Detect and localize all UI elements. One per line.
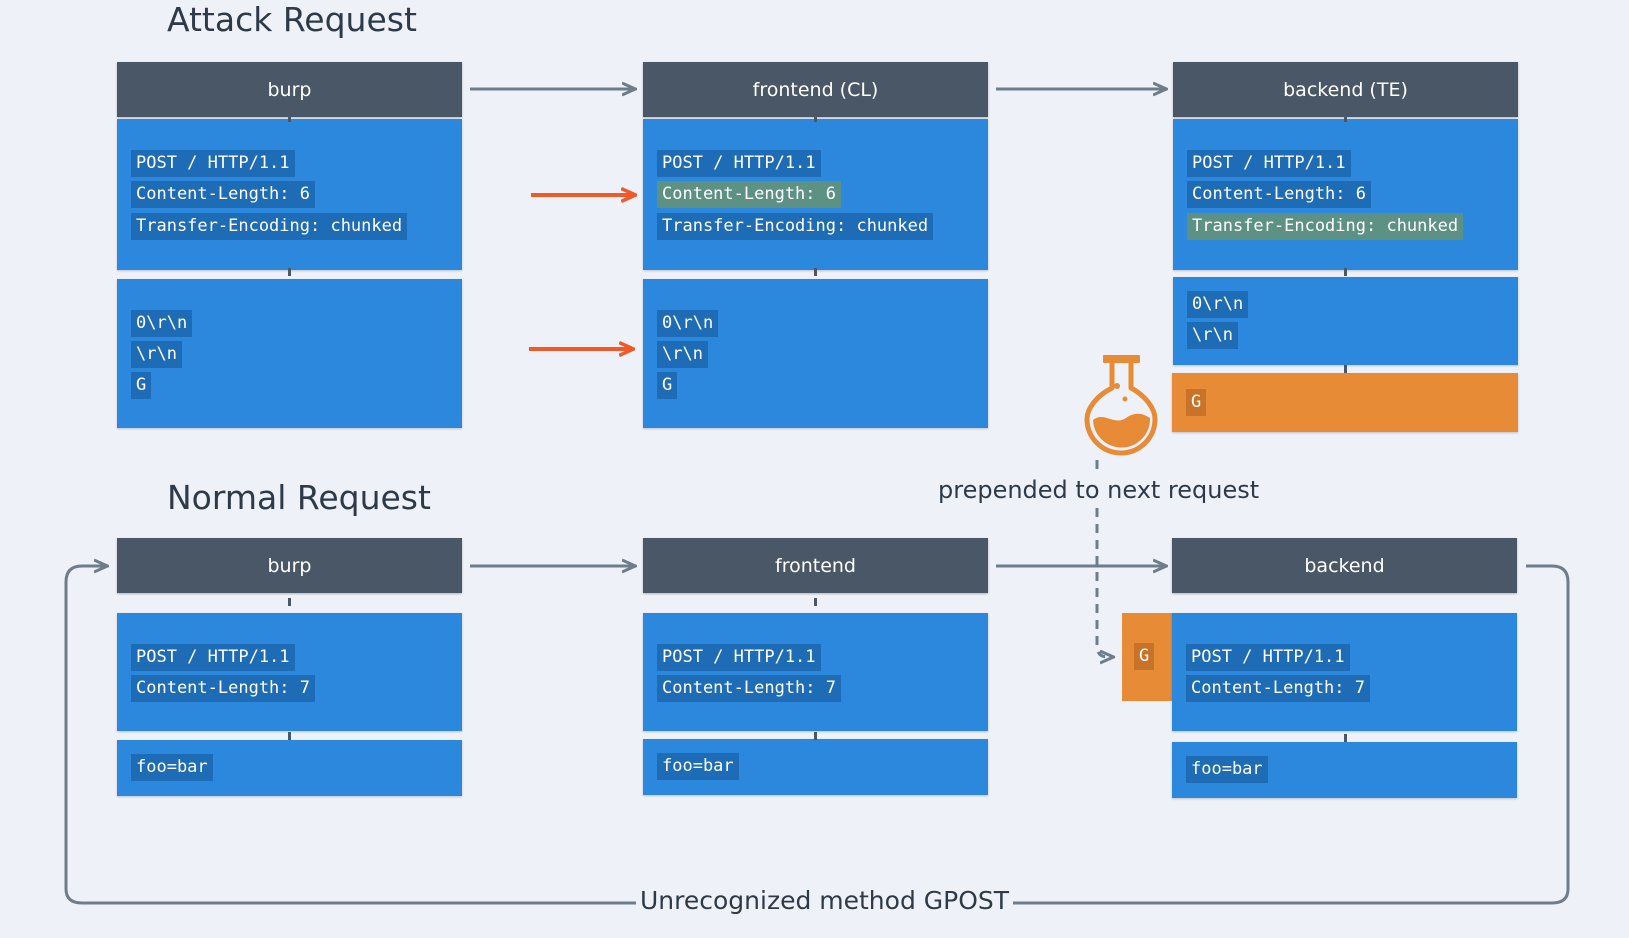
attack-frontend-header: frontend (CL) [643,62,988,117]
prepended-label: prepended to next request [938,476,1260,504]
normal-request-title: Normal Request [167,478,431,517]
content-length-line: Content-Length: 6 [1187,181,1371,208]
connector-dots [288,114,1347,742]
crlf-line: \r\n [1187,322,1238,349]
body-line: foo=bar [1186,756,1268,783]
normal-frontend-headers-block: POST / HTTP/1.1 Content-Length: 7 [643,613,988,731]
smuggled-g-line: G [131,372,152,399]
content-length-line: Content-Length: 7 [1186,675,1370,702]
attack-backend-leftover-block: G [1172,373,1518,432]
chunk-size-line: 0\r\n [657,310,719,337]
attack-burp-header: burp [117,62,462,117]
prefix-g-line: G [1134,643,1155,670]
transfer-encoding-line: Transfer-Encoding: chunked [131,213,408,240]
normal-burp-body-block: foo=bar [117,740,462,796]
content-length-highlighted-line: Content-Length: 6 [657,181,841,208]
normal-backend-body-block: foo=bar [1172,742,1517,798]
normal-backend-prefix-block: G [1122,613,1173,701]
normal-burp-header: burp [117,538,462,593]
attack-backend-headers-block: POST / HTTP/1.1 Content-Length: 6 Transf… [1173,119,1518,270]
chunk-size-line: 0\r\n [1187,291,1249,318]
transfer-encoding-line: Transfer-Encoding: chunked [657,213,934,240]
chunk-size-line: 0\r\n [131,310,193,337]
attack-request-title: Attack Request [167,0,417,39]
content-length-line: Content-Length: 7 [657,675,841,702]
smuggled-g-line: G [657,372,678,399]
loop-label: Unrecognized method GPOST [636,886,1014,915]
transfer-encoding-highlighted-line: Transfer-Encoding: chunked [1187,213,1464,240]
request-line: POST / HTTP/1.1 [1187,150,1351,177]
normal-backend-headers-block: POST / HTTP/1.1 Content-Length: 7 [1172,613,1517,731]
leftover-g-line: G [1186,389,1207,416]
attack-frontend-body-block: 0\r\n \r\n G [643,279,988,428]
body-line: foo=bar [657,753,739,780]
attack-frontend-headers-block: POST / HTTP/1.1 Content-Length: 6 Transf… [643,119,988,270]
body-line: foo=bar [131,754,213,781]
request-line: POST / HTTP/1.1 [657,150,821,177]
crlf-line: \r\n [131,341,182,368]
content-length-line: Content-Length: 7 [131,675,315,702]
normal-burp-headers-block: POST / HTTP/1.1 Content-Length: 7 [117,613,462,731]
content-length-line: Content-Length: 6 [131,181,315,208]
request-line: POST / HTTP/1.1 [131,644,295,671]
attack-backend-header: backend (TE) [1173,62,1518,117]
crlf-line: \r\n [657,341,708,368]
prepend-dashed-line [1095,508,1112,657]
request-line: POST / HTTP/1.1 [1186,644,1350,671]
normal-backend-header: backend [1172,538,1517,593]
attack-burp-headers-block: POST / HTTP/1.1 Content-Length: 6 Transf… [117,119,462,270]
request-line: POST / HTTP/1.1 [657,644,821,671]
normal-frontend-header: frontend [643,538,988,593]
attack-burp-body-block: 0\r\n \r\n G [117,279,462,428]
flask-icon [1084,355,1158,456]
normal-frontend-body-block: foo=bar [643,739,988,795]
attack-backend-body-block: 0\r\n \r\n [1173,277,1518,365]
request-line: POST / HTTP/1.1 [131,150,295,177]
